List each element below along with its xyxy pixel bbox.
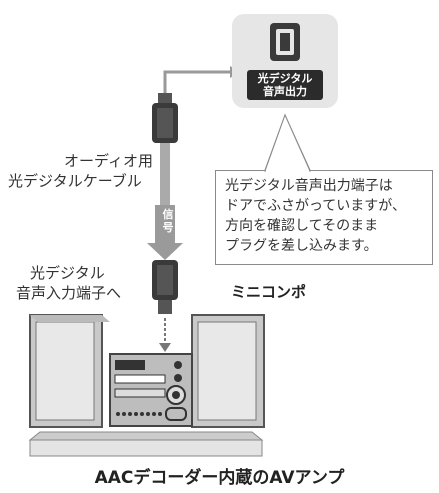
connector-line <box>163 70 230 98</box>
signal-arrow-head <box>147 243 183 260</box>
cable-label-line2: 光デジタルケーブル <box>8 172 142 190</box>
signal-label-char2: 号 <box>162 221 174 234</box>
callout-text: 光デジタル音声出力端子は ドアでふさがっていますが、 方向を確認してそのまま プ… <box>225 178 407 254</box>
output-port-label-line2: 音声出力 <box>263 85 307 98</box>
input-port-label-line1: 光デジタル <box>30 264 105 282</box>
optical-cable <box>160 143 170 240</box>
av-amplifier <box>28 431 264 457</box>
top-plug-tip <box>158 93 172 103</box>
left-speaker <box>29 314 110 428</box>
callout-pointer <box>264 113 311 171</box>
av-amplifier-label: AACデコーダー内蔵のAVアンプ <box>94 468 345 488</box>
output-port-label: 光デジタル 音声出力 <box>247 70 323 100</box>
output-port-label-line1: 光デジタル <box>257 72 313 85</box>
signal-arrow-shaft <box>155 205 175 245</box>
mini-component-label: ミニコンポ <box>231 283 307 301</box>
signal-label-char1: 信 <box>162 208 174 221</box>
right-speaker <box>191 314 265 428</box>
mini-component-unit <box>109 353 193 427</box>
bottom-plug-tip <box>158 300 172 314</box>
insert-arrow-icon <box>159 343 171 352</box>
input-port-label-line2: 音声入力端子へ <box>16 284 122 302</box>
signal-label: 信 号 <box>158 208 178 248</box>
callout-box <box>215 170 433 265</box>
cable-label-line1: オーディオ用 <box>64 152 153 170</box>
